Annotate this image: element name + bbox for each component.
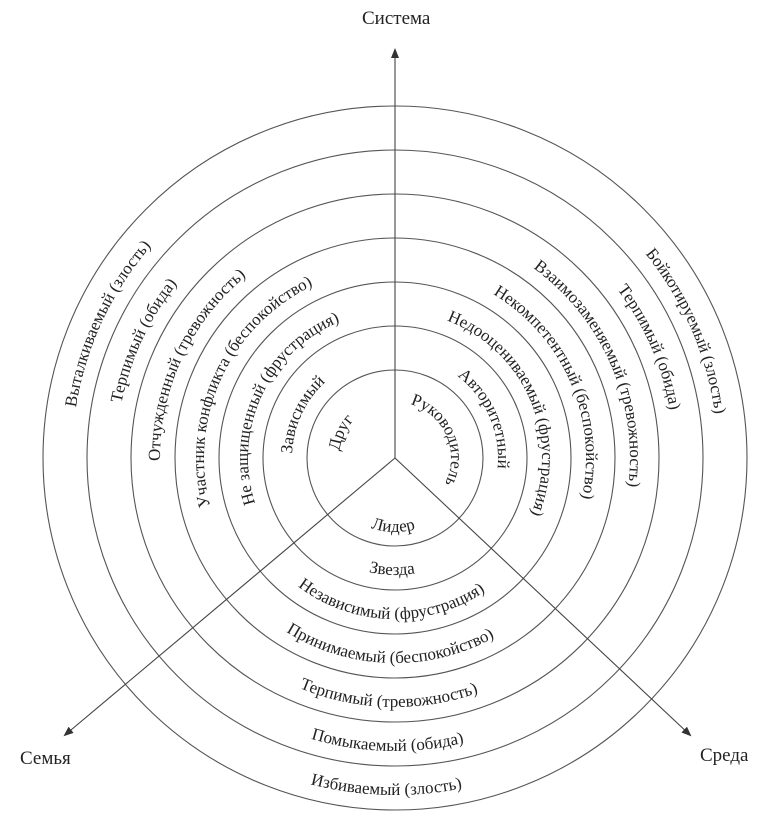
ring-label-text: Звезда — [368, 557, 416, 579]
ring-label-text: Лидер — [370, 514, 417, 536]
ring-label-text: Помыкаемый (обида) — [310, 724, 465, 755]
ring-label-bottom-7: Избиваемый (злость) — [309, 770, 463, 799]
ring-label-bottom-5: Терпимый (тревожность) — [298, 674, 480, 711]
ring-label-bottom-4: Принимаемый (беспокойство) — [284, 619, 497, 667]
ring-label-left-2: Зависимый — [277, 371, 328, 454]
ring-label-text: Принимаемый (беспокойство) — [284, 619, 497, 667]
ring-label-text: Друг — [324, 410, 357, 452]
ring-label-bottom-2: Звезда — [368, 557, 416, 579]
ring-label-right-1: Руководитель — [409, 390, 466, 490]
ring-label-text: Избиваемый (злость) — [309, 770, 463, 799]
axis-environment-arrow — [394, 457, 692, 737]
ring-label-bottom-6: Помыкаемый (обида) — [310, 724, 465, 755]
axis-label-environment: Среда — [700, 745, 749, 766]
ring-label-bottom-3: Независимый (фрустрация) — [295, 574, 487, 623]
ring-label-left-1: Друг — [324, 410, 357, 452]
ring-label-text: Терпимый (тревожность) — [298, 674, 480, 711]
axis-family-arrow — [63, 457, 396, 737]
ring-label-bottom-1: Лидер — [370, 514, 417, 536]
ring-label-text: Руководитель — [409, 390, 466, 490]
axis-label-system: Система — [362, 8, 431, 29]
ring-label-text: Зависимый — [277, 371, 328, 454]
ring-label-text: Независимый (фрустрация) — [295, 574, 487, 623]
axis-label-family: Семья — [20, 748, 71, 769]
